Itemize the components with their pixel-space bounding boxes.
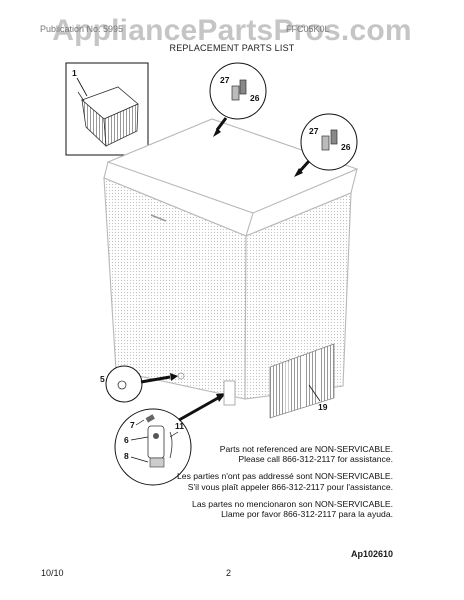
note-spanish: Las partes no mencionaron son NON-SERVIC…	[133, 499, 393, 519]
footer-date: 10/10	[41, 568, 64, 578]
callout-bulb-top-a: 27	[220, 75, 230, 85]
part-5-inset: 5	[100, 365, 185, 403]
plug-icon	[117, 380, 127, 390]
note-en-line2: Please call 866-312-2117 for assistance.	[238, 454, 393, 465]
note-fr-line1: Les parties n'ont pas addressé sont NON-…	[177, 471, 393, 482]
knob-icon	[145, 414, 155, 423]
footer-page-number: 2	[226, 568, 232, 578]
condenser-grille: 19	[269, 343, 335, 419]
callout-part11: 11	[175, 421, 184, 431]
light-bulb-inset-top: 27 26	[209, 62, 267, 137]
bulb-socket-icon	[231, 85, 240, 101]
note-en-line1: Parts not referenced are NON-SERVICABLE.	[219, 444, 393, 454]
watermark: AppliancePartsPros.com	[52, 14, 412, 47]
service-notes: Parts not referenced are NON-SERVICABLE.…	[133, 444, 393, 526]
basket-inset: 1	[65, 62, 149, 156]
callout-bulb-top-b: 26	[250, 93, 260, 103]
page-subtitle: REPLACEMENT PARTS LIST	[169, 43, 295, 53]
note-fr-line2: S'il vous plaît appeler 866-312-2117 pou…	[187, 481, 393, 492]
wire-icon	[169, 431, 173, 459]
note-french: Les parties n'ont pas addressé sont NON-…	[133, 471, 393, 491]
light-bulb-icon	[239, 79, 247, 95]
callout-bulb-right-a: 27	[309, 126, 319, 136]
callout-part6: 6	[124, 435, 129, 445]
bulb-socket-icon	[321, 135, 330, 151]
callout-part8: 8	[124, 451, 129, 461]
light-bulb-inset-right: 27 26	[294, 113, 358, 177]
reference-code: Ap102610	[350, 549, 393, 559]
note-english: Parts not referenced are NON-SERVICABLE.…	[133, 444, 393, 464]
note-es-line2: Llame por favor 866-312-2117 para la ayu…	[221, 509, 393, 520]
header-model: FFC05K0L	[286, 24, 330, 34]
header-publication: Publication No. 5995	[40, 24, 124, 34]
thermostat-inset: 7 6 8 11	[114, 380, 236, 486]
bracket-icon	[149, 457, 165, 468]
callout-grille: 19	[318, 402, 328, 412]
basket-icon	[77, 86, 139, 148]
note-es-line1: Las partes no mencionaron son NON-SERVIC…	[192, 498, 393, 509]
light-bulb-icon	[330, 129, 338, 145]
callout-basket: 1	[72, 68, 77, 78]
callout-part7: 7	[130, 420, 135, 430]
callout-bulb-right-b: 26	[341, 142, 351, 152]
callout-part5: 5	[100, 374, 105, 384]
